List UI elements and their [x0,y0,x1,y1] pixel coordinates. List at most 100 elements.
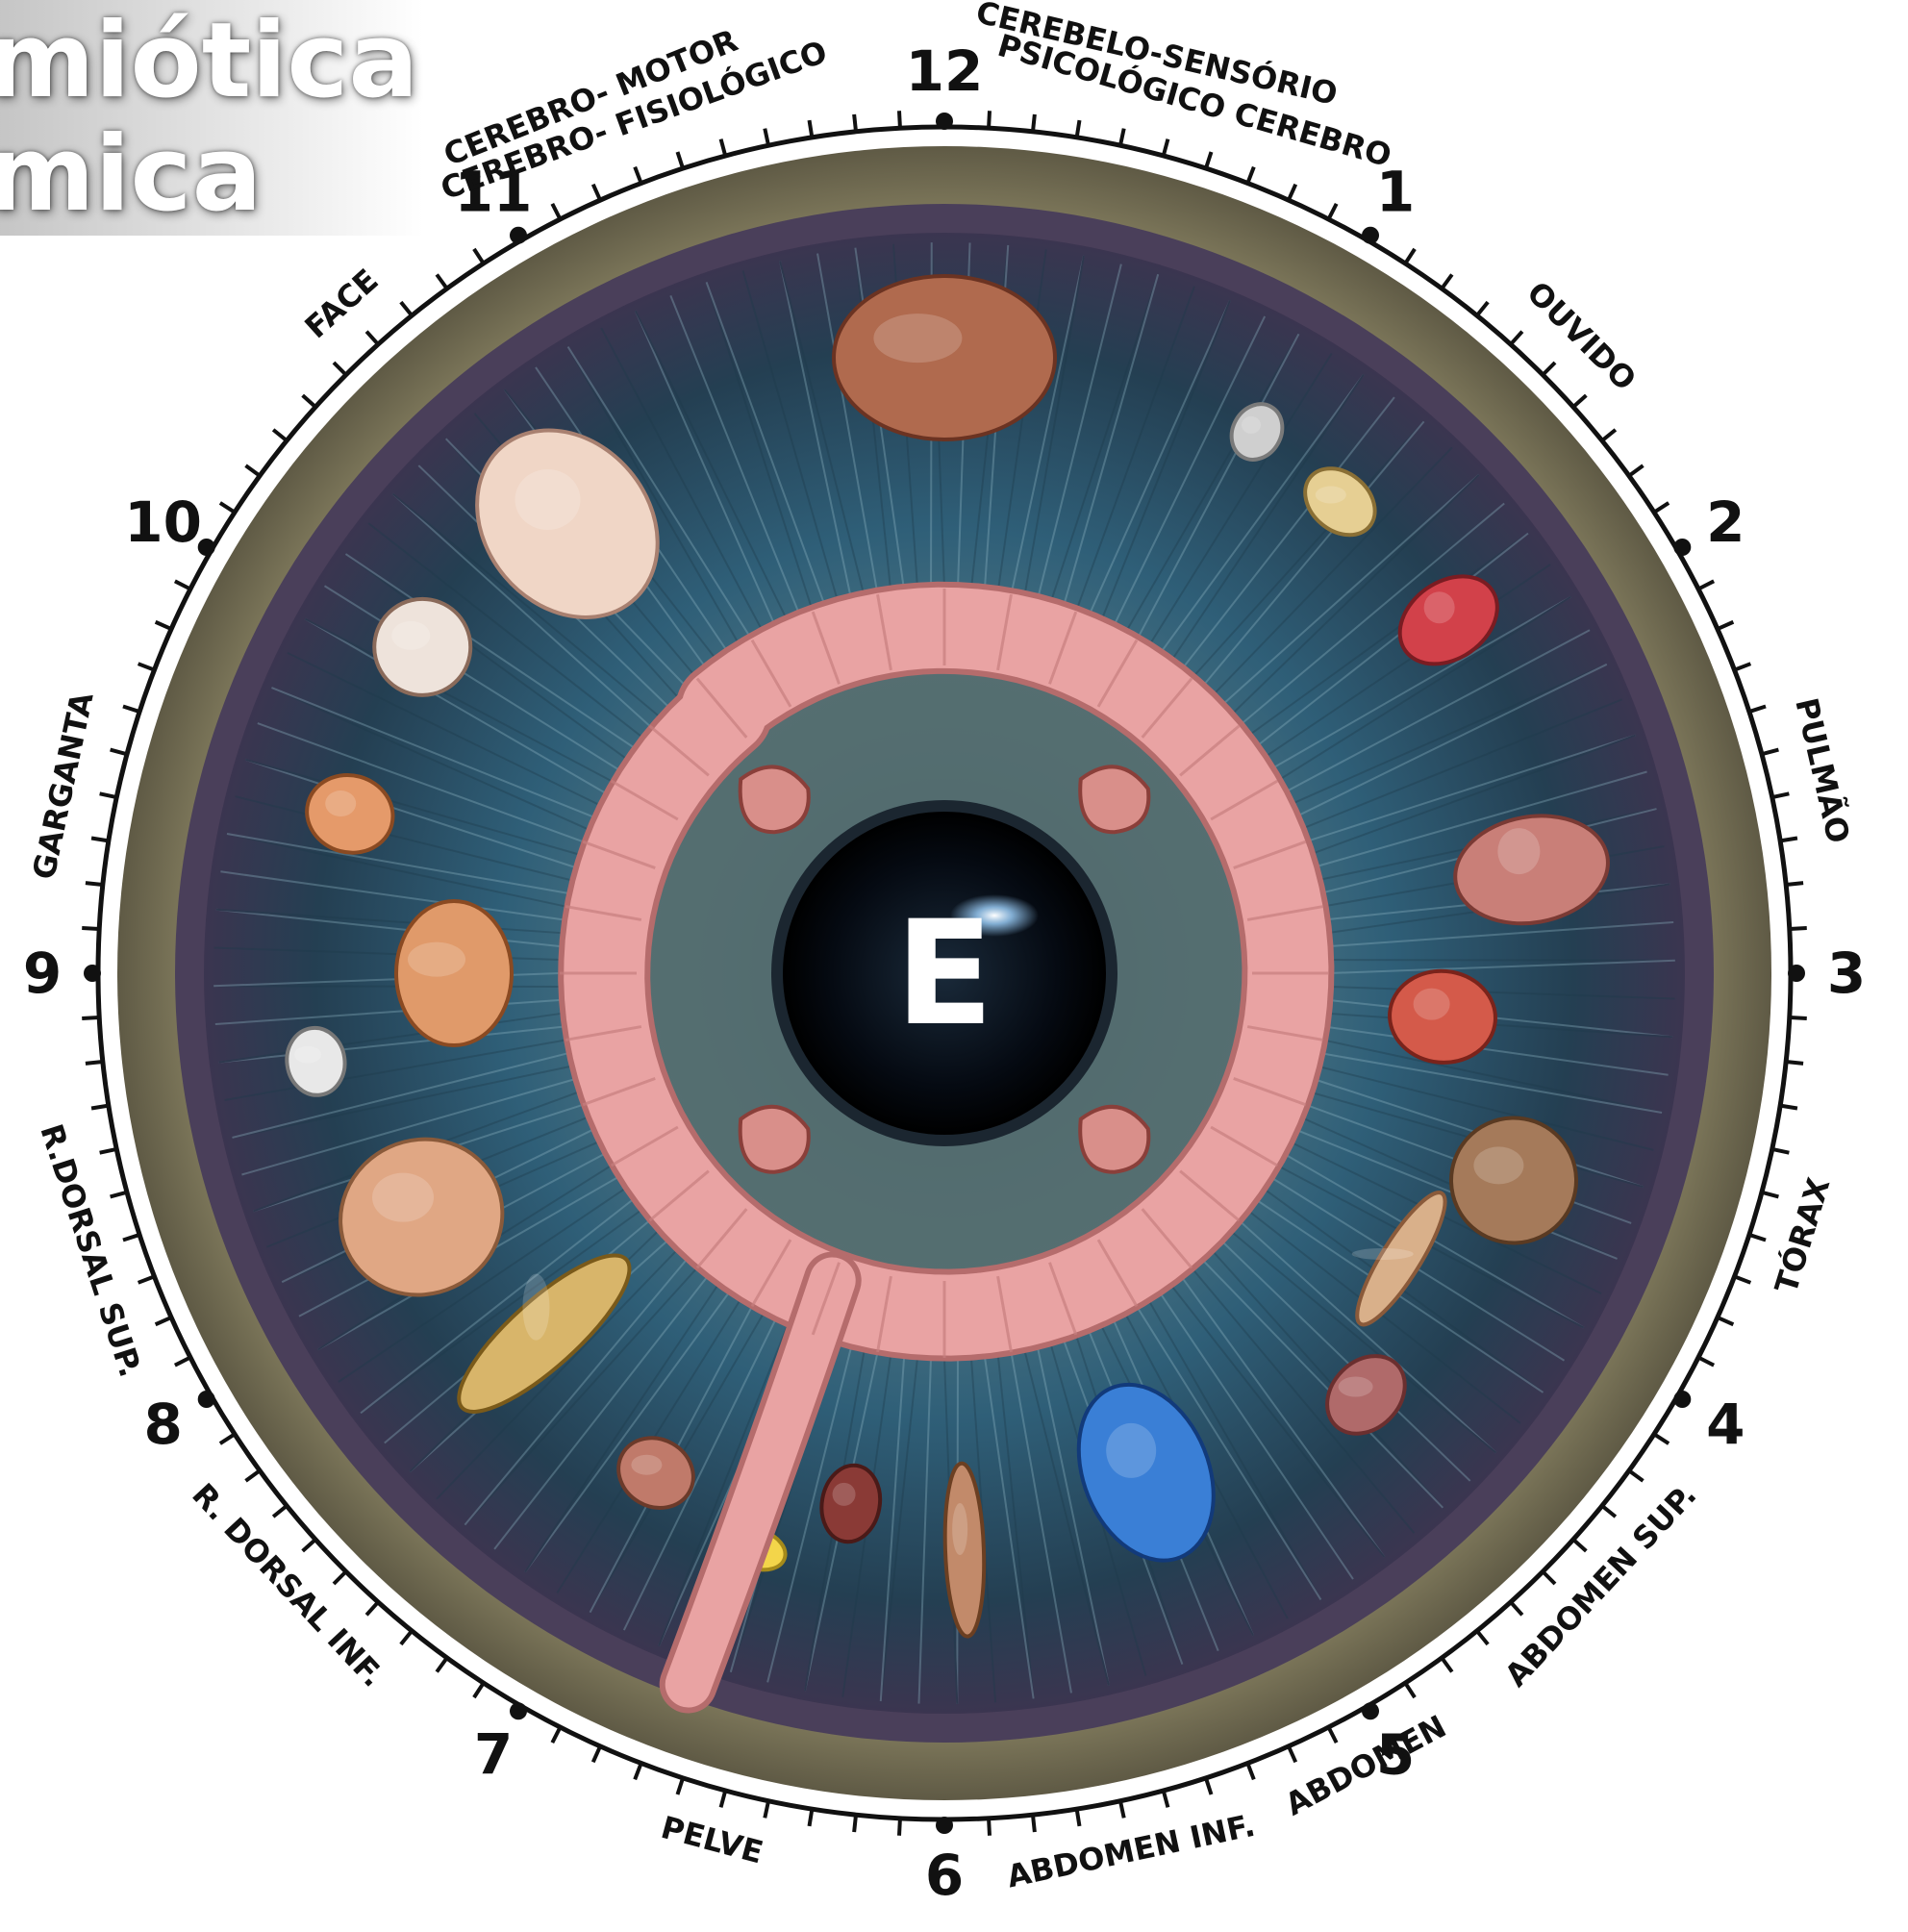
scale-tick [123,1235,139,1241]
scale-tick [1698,1358,1714,1366]
scale-tick [1033,1815,1035,1832]
scale-tick [1654,503,1669,513]
hour-dot [1788,965,1805,982]
brain-illustration [834,276,1055,439]
scale-tick [303,395,315,407]
hour-dot [510,227,527,244]
scale-tick [1477,302,1488,315]
scale-tick [1120,1801,1124,1819]
scale-tick [401,1631,412,1644]
zone-label: ABDOMEN INF. [1004,1807,1259,1895]
scale-tick [1289,185,1295,200]
scale-tick [1780,1106,1797,1109]
scale-tick [635,167,640,184]
scale-tick [899,111,900,128]
zone-label: PELVE [657,1809,766,1871]
scale-tick [1786,1062,1803,1064]
scale-tick [1772,793,1790,797]
scale-tick [273,1506,287,1517]
scale-tick [138,1276,155,1282]
hour-dot [1362,1702,1379,1719]
scale-tick [1790,928,1807,929]
scale-tick [1602,430,1616,440]
scale-tick [1762,750,1778,755]
scale-tick [437,1658,447,1672]
scale-tick [1654,1434,1669,1443]
zone-label: OUVIDO [1519,274,1643,397]
hour-label-2: 2 [1706,489,1745,555]
hour-label-7: 7 [474,1721,513,1787]
scale-tick [1511,1602,1522,1615]
scale-tick [1247,1764,1253,1780]
scale-tick [1033,114,1035,132]
scale-tick [593,185,600,200]
hour-label-3: 3 [1827,941,1866,1006]
scale-tick [1477,1631,1488,1644]
scale-tick [91,839,109,841]
scale-tick [1629,1470,1644,1481]
scale-tick [721,1791,726,1807]
scale-tick [1120,129,1124,146]
scale-tick [1247,167,1253,184]
zone-label: GARGANTA [25,689,100,882]
scale-tick [401,302,412,315]
hour-dot [1673,539,1691,556]
hour-label-6: 6 [925,1843,964,1908]
scale-tick [366,1602,378,1615]
scale-tick [175,581,190,589]
scale-tick [989,1819,990,1836]
zone-label: ABDOMEN [1279,1708,1452,1823]
hour-dot [936,1817,953,1834]
scale-tick [1749,1235,1766,1241]
scale-tick [1329,204,1337,219]
scale-tick [220,1434,235,1443]
hour-dot [84,965,101,982]
scale-tick [1164,1791,1168,1807]
scale-tick [86,1062,103,1064]
scale-tick [1543,1571,1555,1584]
hour-label-10: 10 [124,489,202,555]
scale-tick [156,622,171,629]
hour-label-9: 9 [23,941,62,1006]
zone-label: PULMÃO [1788,694,1857,846]
scale-tick [678,1778,684,1794]
hour-dot [1673,1391,1691,1408]
scale-tick [899,1819,900,1836]
scale-tick [1780,839,1797,841]
scale-tick [273,430,287,440]
scale-tick [1629,465,1644,476]
scale-tick [1289,1746,1295,1762]
scale-tick [1442,275,1452,289]
scale-tick [810,1809,813,1826]
scale-tick [1772,1149,1790,1153]
scale-tick [220,503,235,513]
scale-tick [111,1192,127,1197]
scale-tick [82,928,99,929]
scale-tick [678,152,684,168]
hour-label-12: 12 [906,38,984,104]
scale-tick [437,275,447,289]
scale-tick [474,249,484,263]
scale-tick [1077,1809,1080,1826]
stomach-illustration [741,1107,809,1172]
scale-tick [1077,120,1080,138]
scale-tick [1164,139,1168,156]
scale-tick [1718,1317,1733,1324]
scale-tick [86,883,103,885]
stomach-illustration [1080,766,1148,832]
scale-tick [765,129,768,146]
hour-dot [936,113,953,130]
scale-tick [82,1017,99,1018]
hour-dot [198,1391,215,1408]
scale-tick [1405,1683,1415,1697]
scale-tick [765,1801,768,1819]
scale-tick [810,120,813,138]
scale-tick [474,1683,484,1697]
scale-tick [91,1106,109,1109]
zone-label: R.DORSAL SUP. [33,1119,149,1381]
scale-tick [366,332,378,344]
scale-tick [1206,1778,1212,1794]
scale-tick [100,1149,117,1153]
stomach-illustration [741,766,809,832]
